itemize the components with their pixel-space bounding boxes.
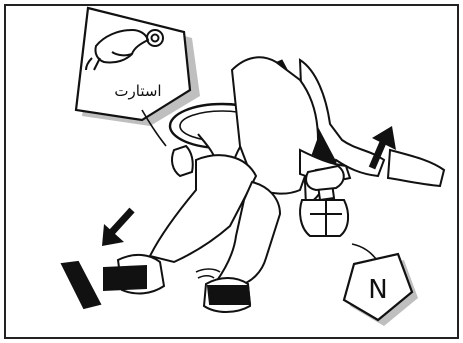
brake-pedal bbox=[104, 266, 146, 290]
start-label: استارت bbox=[114, 82, 161, 100]
gear-letter: N bbox=[368, 275, 387, 305]
gas-pedal bbox=[208, 286, 250, 304]
gear-shifter bbox=[300, 166, 348, 236]
